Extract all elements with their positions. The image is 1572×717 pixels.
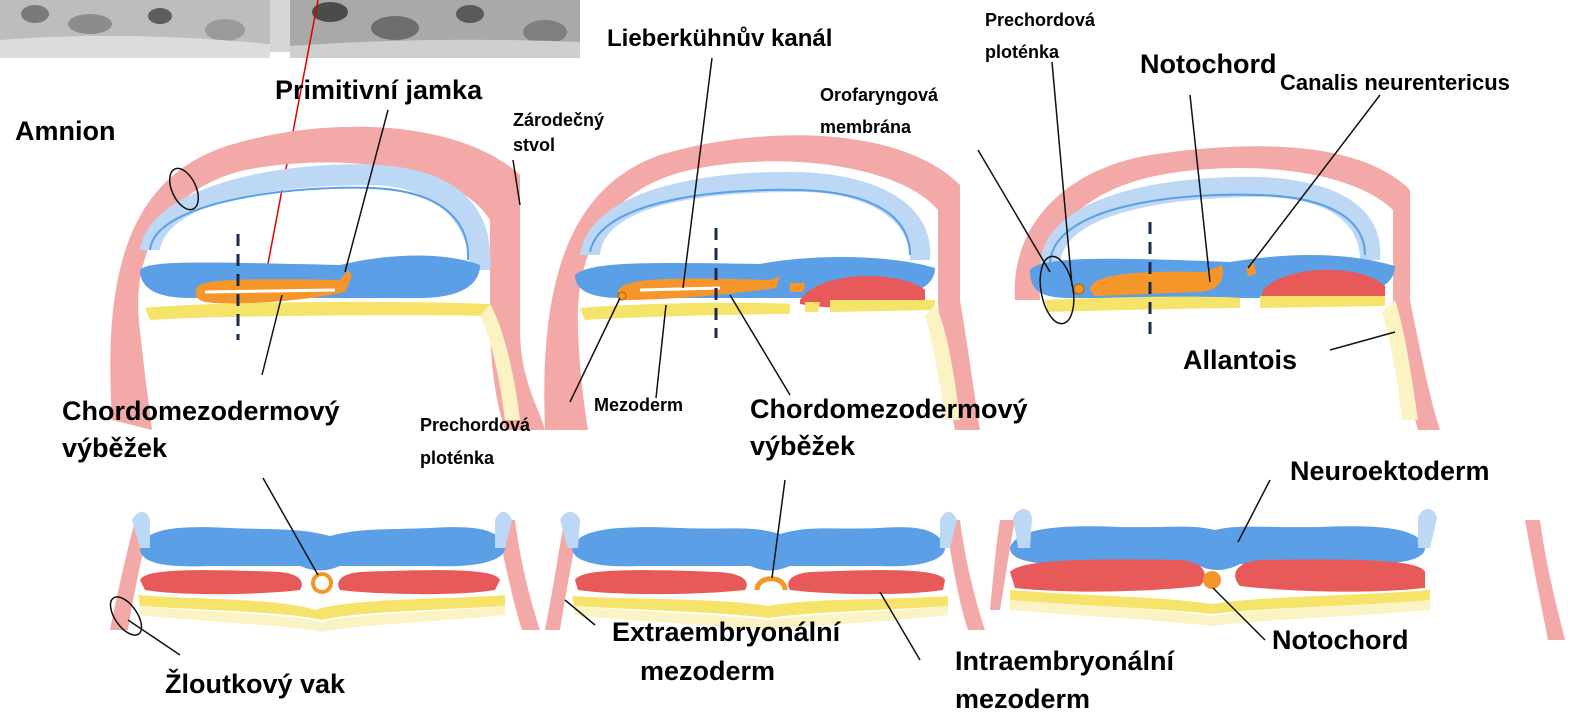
label-allantois: Allantois	[1183, 344, 1297, 376]
label-chordomezodermovy-left-2: výběžek	[62, 432, 167, 464]
cross-section-1	[104, 512, 540, 641]
label-prechordova-mid-1: Prechordová	[420, 415, 530, 437]
label-zarodecny-stvol-1: Zárodečný	[513, 110, 604, 132]
label-chordomezodermovy-mid-1: Chordomezodermový	[750, 393, 1028, 425]
stage1-sagittal	[110, 127, 545, 430]
cross-section-2	[545, 512, 985, 630]
label-orofaryngova-1: Orofaryngová	[820, 85, 938, 107]
label-chordomezodermovy-left-1: Chordomezodermový	[62, 395, 340, 427]
label-mezoderm: Mezoderm	[594, 395, 683, 417]
label-prechordova-mid-2: ploténka	[420, 448, 494, 470]
label-amnion: Amnion	[15, 115, 116, 147]
label-extraembryonalni-2: mezoderm	[640, 655, 775, 687]
label-chordomezodermovy-mid-2: výběžek	[750, 430, 855, 462]
label-prechordova-top-1: Prechordová	[985, 10, 1095, 32]
label-canalis-neurentericus: Canalis neurentericus	[1280, 70, 1510, 96]
label-zloutkovy-vak: Žloutkový vak	[165, 668, 345, 700]
stage2-sagittal	[544, 135, 980, 430]
label-extraembryonalni-1: Extraembryonální	[612, 616, 840, 648]
label-orofaryngova-2: membrána	[820, 117, 911, 139]
label-notochord-bottom: Notochord	[1272, 624, 1408, 656]
label-zarodecny-stvol-2: stvol	[513, 135, 555, 157]
label-neuroektoderm: Neuroektoderm	[1290, 455, 1490, 487]
label-lieberkuhnuv-kanal: Lieberkühnův kanál	[607, 25, 832, 54]
micrograph-strip	[0, 0, 580, 58]
label-intraembryonalni-1: Intraembryonální	[955, 645, 1174, 677]
cross-section-3	[990, 509, 1565, 640]
label-notochord-top: Notochord	[1140, 48, 1276, 80]
label-intraembryonalni-2: mezoderm	[955, 683, 1090, 715]
stage3-sagittal	[1015, 146, 1440, 430]
label-primitivni-jamka: Primitivní jamka	[275, 74, 482, 106]
label-prechordova-top-2: ploténka	[985, 42, 1059, 64]
